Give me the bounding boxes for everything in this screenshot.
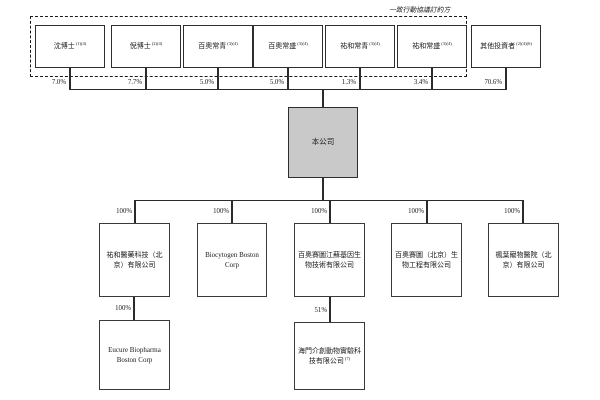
shareholder-name: 其他投資者 [480, 42, 516, 51]
ownership-label: 51% [314, 307, 327, 314]
shareholder-name: 祐和常盛 [412, 42, 441, 51]
subsidiary-box-jiangsu-gene: 百奧賽圖江蘇基因生物技術有限公司 [294, 223, 365, 297]
connector-line [69, 68, 71, 89]
subsubsidiary-box-haimen-jiechuang: 海門介創動物實驗科技有限公司(7) [294, 322, 365, 390]
ownership-label: 3.4% [413, 79, 428, 86]
shareholder-box-other-investors: 其他投資者(2)(4)(6) [471, 25, 541, 68]
subsidiary-name: 百奧賽圖江蘇基因生物技術有限公司 [298, 250, 361, 269]
connector-line [522, 200, 524, 223]
subsidiary-box-eucure-beijing: 祐和醫藥科技（北京）有限公司 [99, 223, 170, 297]
concert-party-label: 一致行動協議訂約方 [389, 7, 451, 14]
company-box: 本公司 [288, 107, 358, 178]
subsidiary-name: Biocytogen Boston Corp [205, 250, 259, 269]
ownership-label: 7.7% [127, 79, 142, 86]
subsidiary-box-beijing-bioengineering: 百奧賽圖（北京）生物工程有限公司 [391, 223, 462, 297]
connector-line [145, 68, 147, 89]
ownership-label: 7.0% [51, 79, 66, 86]
connector-line [217, 68, 219, 89]
footnote-ref: (3)(4) [227, 41, 238, 47]
shareholder-box-youhe-changqing: 祐和常青(3)(4) [325, 25, 395, 68]
connector-line [133, 297, 135, 320]
connector-line [359, 68, 361, 89]
subsubsidiary-name: 海門介創動物實驗科技有限公司 [298, 346, 361, 365]
ownership-label: 5.0% [269, 79, 284, 86]
ownership-label: 100% [115, 305, 131, 312]
footnote-ref: (2)(4) [151, 41, 163, 47]
connector-line [426, 200, 428, 223]
footnote-ref: (3)(4) [441, 41, 452, 47]
shareholder-box-youhe-changsheng: 祐和常盛(3)(4) [397, 25, 467, 68]
shareholder-name: 沈博士 [53, 42, 75, 51]
connector-line [69, 89, 507, 90]
connector-line [329, 200, 331, 223]
connector-line [322, 89, 324, 107]
subsidiary-name: 楓葉寵物醫院（北京）有限公司 [495, 250, 552, 269]
connector-line [287, 68, 289, 89]
ownership-label: 5.0% [199, 79, 214, 86]
ownership-label: 100% [213, 208, 229, 215]
footnote-ref: (1)(4) [75, 41, 87, 47]
ownership-label: 1.3% [341, 79, 356, 86]
shareholder-name: 倪博士 [129, 42, 151, 51]
subsidiary-box-biocytogen-boston: Biocytogen Boston Corp [197, 223, 267, 297]
connector-line [505, 68, 507, 89]
shareholder-box-ni: 倪博士(2)(4) [111, 25, 181, 68]
footnote-ref: (7) [344, 355, 351, 361]
connector-line [231, 200, 233, 223]
shareholder-box-baiao-changsheng: 百奧常盛(3)(4) [253, 25, 323, 68]
subsidiary-box-pet-hospital: 楓葉寵物醫院（北京）有限公司 [488, 223, 559, 297]
connector-line [322, 178, 324, 200]
subsidiary-name: 百奧賽圖（北京）生物工程有限公司 [395, 250, 458, 269]
connector-line [134, 200, 136, 223]
shareholder-box-baiao-changqing: 百奧常青(3)(4) [183, 25, 253, 68]
shareholder-name: 百奧常青 [198, 42, 227, 51]
company-name: 本公司 [311, 137, 335, 147]
footnote-ref: (3)(4) [297, 41, 308, 47]
connector-line [431, 68, 433, 89]
footnote-ref: (2)(4)(6) [516, 41, 532, 47]
subsidiary-name: 祐和醫藥科技（北京）有限公司 [106, 250, 163, 269]
ownership-label: 100% [311, 208, 327, 215]
connector-line [329, 297, 331, 322]
shareholder-name: 祐和常青 [340, 42, 369, 51]
ownership-label: 100% [504, 208, 520, 215]
shareholder-name: 百奧常盛 [268, 42, 297, 51]
subsubsidiary-name: Eucure Biopharma Boston Corp [108, 345, 161, 364]
ownership-label: 100% [116, 208, 132, 215]
ownership-label: 100% [408, 208, 424, 215]
footnote-ref: (3)(4) [369, 41, 380, 47]
subsubsidiary-box-eucure-boston: Eucure Biopharma Boston Corp [99, 320, 170, 390]
ownership-label: 70.6% [484, 79, 502, 86]
shareholder-box-shen: 沈博士(1)(4) [35, 25, 105, 68]
